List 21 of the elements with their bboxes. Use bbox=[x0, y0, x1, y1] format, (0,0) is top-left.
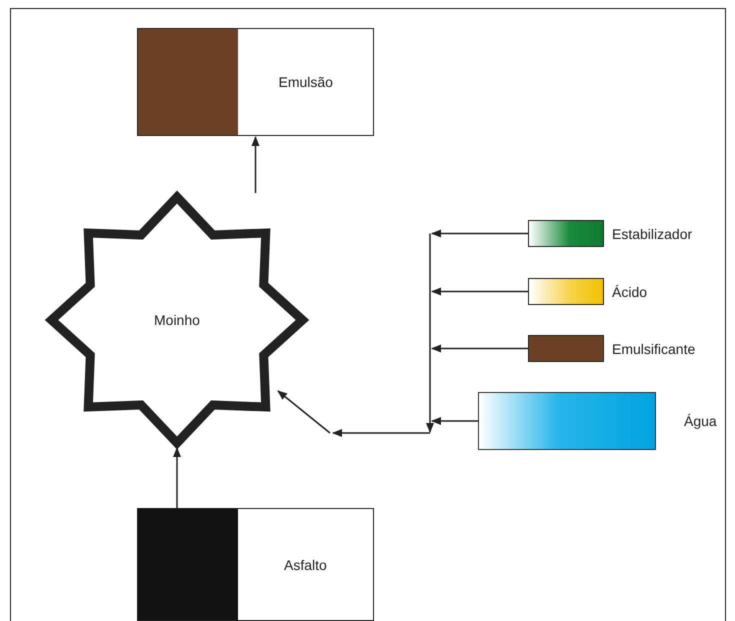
material-box bbox=[137, 508, 374, 621]
node-label: Asfalto bbox=[284, 556, 327, 572]
arrow bbox=[252, 136, 260, 193]
material-swatch bbox=[528, 220, 604, 247]
arrow bbox=[431, 344, 528, 352]
mill-star bbox=[46, 193, 308, 447]
ingredient-label: Água bbox=[684, 413, 717, 429]
ingredient-label: Emulsificante bbox=[612, 340, 696, 356]
material-box bbox=[137, 28, 374, 136]
node-label: Emulsão bbox=[278, 74, 333, 90]
arrow bbox=[431, 417, 478, 425]
arrow bbox=[431, 230, 528, 238]
material-swatch bbox=[528, 335, 604, 362]
material-swatch bbox=[478, 392, 656, 450]
arrow bbox=[277, 234, 434, 437]
arrow bbox=[173, 447, 181, 508]
node-label: Moinho bbox=[154, 312, 200, 328]
material-swatch bbox=[528, 278, 604, 305]
ingredient-label: Estabilizador bbox=[612, 226, 692, 242]
arrow bbox=[431, 288, 528, 296]
ingredient-label: Ácido bbox=[612, 284, 648, 300]
